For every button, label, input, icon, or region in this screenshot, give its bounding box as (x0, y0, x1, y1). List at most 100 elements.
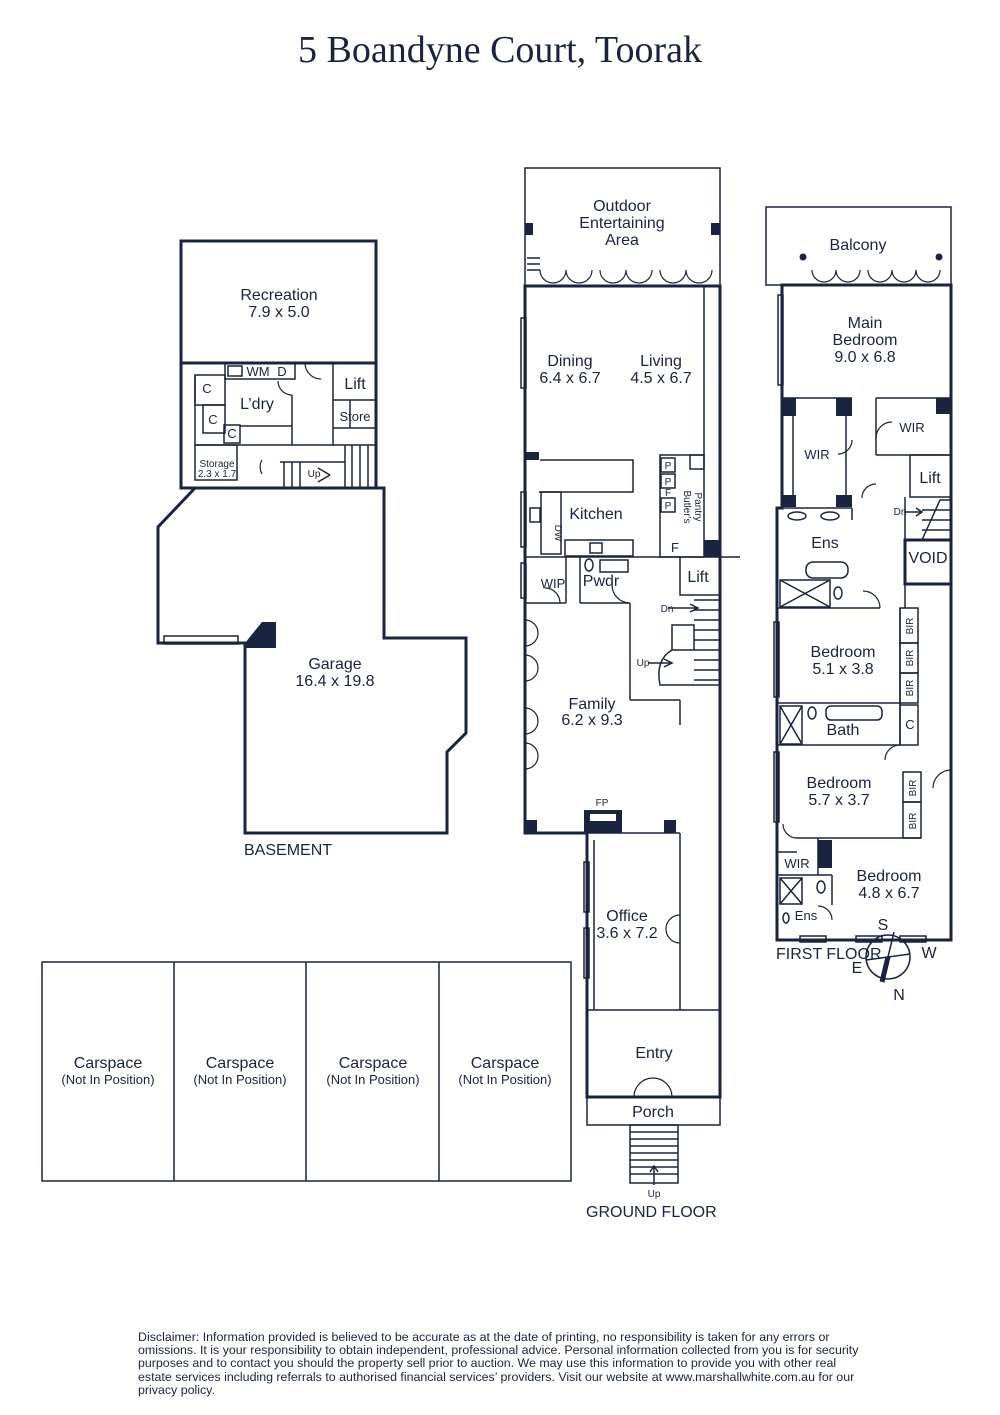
bir-label: BIR (905, 650, 916, 667)
page-title: 5 Boandyne Court, Toorak (297, 29, 703, 71)
carspace-label: Carspace (206, 1055, 275, 1072)
compass: S W E N (852, 917, 938, 1004)
pantry-shelf-label: P (665, 477, 672, 488)
porch-steps (629, 1124, 679, 1185)
store-label: Store (339, 409, 370, 424)
lift-label: Lift (919, 470, 941, 487)
dryer-label: D (277, 364, 286, 379)
garage-door (163, 635, 239, 645)
porch-label: Porch (632, 1104, 674, 1121)
basement-plan: Recreation 7.9 x 5.0 WM D L’dry C C C Li… (156, 239, 468, 859)
main-bedroom-size: 9.0 x 6.8 (834, 349, 895, 366)
first-floor-label: FIRST FLOOR (776, 946, 882, 963)
bedroom-size: 4.8 x 6.7 (858, 885, 919, 902)
butlers-pantry-label: Pantry (692, 493, 703, 522)
stairs-down-label: Dn (661, 604, 674, 615)
ensuite-label: Ens (795, 908, 818, 923)
cupboard (202, 404, 226, 434)
recreation-label: Recreation (240, 287, 317, 304)
garage-size: 16.4 x 19.8 (295, 673, 374, 690)
bir-label: BIR (908, 780, 919, 797)
carspace-note: (Not In Position) (326, 1072, 419, 1087)
pantry-shelf-label: P (665, 461, 672, 472)
compass-east: E (852, 960, 863, 977)
void-label: VOID (908, 550, 947, 567)
pantry-shelf-label: P (665, 501, 672, 512)
ground-floor-plan: Outdoor Entertaining Area Dining 6.4 x 6… (520, 167, 740, 1221)
washing-machine (227, 365, 243, 377)
bedroom-label: Bedroom (807, 775, 872, 792)
ground-floor-label: GROUND FLOOR (586, 1204, 717, 1221)
cupboard-label: C (905, 717, 914, 732)
garage-room (156, 486, 468, 835)
living-size: 4.5 x 6.7 (630, 370, 691, 387)
bedroom-size: 5.1 x 3.8 (812, 661, 873, 678)
carspace-label: Carspace (339, 1055, 408, 1072)
dining-label: Dining (547, 353, 592, 370)
wm-label: WM (246, 364, 269, 379)
bedroom-label: Bedroom (857, 868, 922, 885)
basement-floor-label: BASEMENT (244, 842, 332, 859)
living-label: Living (640, 353, 682, 370)
cupboard-label: C (227, 426, 236, 441)
carspaces: Carspace (Not In Position) Carspace (Not… (41, 961, 572, 1182)
bedroom-label: Bedroom (811, 644, 876, 661)
main-bedroom-label: Main (848, 315, 883, 332)
first-floor-plan: Balcony Main Bedroom 9.0 x 6.8 WIR WIR L… (765, 206, 953, 963)
compass-north: N (893, 987, 905, 1004)
kitchen-label: Kitchen (569, 506, 622, 523)
carspace-note: (Not In Position) (61, 1072, 154, 1087)
basement-stairs (280, 445, 369, 488)
wip-label: WIP (541, 576, 566, 591)
storage-size: 2.3 x 1.7 (198, 469, 237, 480)
void (903, 538, 953, 586)
cupboard-label: C (202, 381, 211, 396)
stairs-up-label: Up (637, 658, 650, 669)
compass-west: W (921, 945, 937, 962)
storage-label: Storage (199, 459, 234, 470)
outdoor-label: Entertaining (579, 215, 664, 232)
lift-label: Lift (687, 569, 709, 586)
carspace-label: Carspace (74, 1055, 143, 1072)
disclaimer: Disclaimer: Information provided is beli… (138, 1330, 859, 1397)
storage-room (194, 444, 238, 481)
office-size: 3.6 x 7.2 (596, 925, 657, 942)
office-label: Office (606, 908, 648, 925)
garage-label: Garage (308, 656, 361, 673)
fridge-label: F (671, 540, 679, 555)
wir-label: WIR (804, 447, 829, 462)
ground-stairs (648, 599, 720, 686)
bir-label: BIR (908, 813, 919, 830)
outdoor-label: Area (605, 232, 639, 249)
bir-label: BIR (905, 618, 916, 635)
first-floor-stairs (905, 499, 951, 541)
bath-label: Bath (827, 722, 860, 739)
family-size: 6.2 x 9.3 (561, 712, 622, 729)
lift-label: Lift (344, 376, 366, 393)
outdoor-label: Outdoor (593, 198, 651, 215)
main-bedroom-label: Bedroom (833, 332, 898, 349)
porch-up-label: Up (648, 1189, 661, 1200)
dining-size: 6.4 x 6.7 (539, 370, 600, 387)
ensuite-label: Ens (811, 535, 839, 552)
bir-label: BIR (905, 680, 916, 697)
bedroom-size: 5.7 x 3.7 (808, 792, 869, 809)
family-label: Family (568, 696, 615, 713)
laundry-label: L’dry (240, 396, 274, 413)
ground-floor-outline (523, 284, 722, 1099)
powder-label: Pwdr (583, 573, 620, 590)
balcony-label: Balcony (830, 237, 887, 254)
compass-icon (865, 934, 911, 980)
cupboard (223, 424, 241, 444)
fireplace-label: FP (596, 798, 609, 809)
carspace-note: (Not In Position) (193, 1072, 286, 1087)
wir-label: WIR (784, 856, 809, 871)
carspace-note: (Not In Position) (458, 1072, 551, 1087)
recreation-size: 7.9 x 5.0 (248, 304, 309, 321)
dishwasher-label: DW (552, 525, 563, 542)
carspace-label: Carspace (471, 1055, 540, 1072)
cupboard-label: C (208, 412, 217, 427)
compass-south: S (878, 917, 889, 934)
first-floor-outline (775, 283, 953, 942)
